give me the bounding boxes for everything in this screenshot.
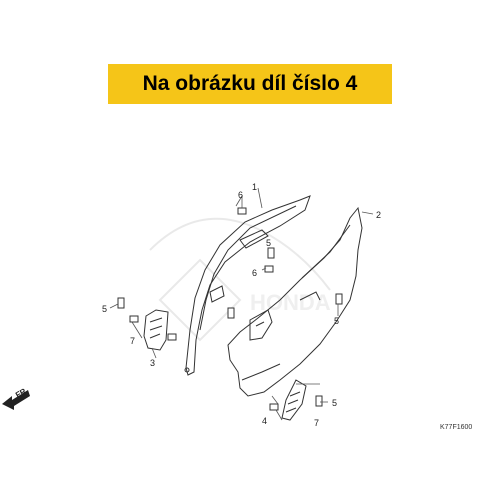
callout-labels: 1 2 3 4 5 5 5 5 6 6 7 7 [102,182,381,428]
screw-5-left [117,297,125,309]
screw-5-right [335,293,343,305]
banner-text: Na obrázku díl číslo 4 [142,72,358,95]
callout-6-mid: 6 [252,268,257,278]
part-number-banner: Na obrázku díl číslo 4 [108,64,392,104]
clip-7-right [269,403,279,411]
callout-7-left: 7 [130,336,135,346]
side-cover-right-part [227,206,363,397]
callout-1: 1 [252,182,257,192]
diagram-code: K77F1600 [440,424,473,431]
callout-6-top: 6 [238,190,243,200]
fastener-clips [117,207,343,411]
svg-text:HONDA: HONDA [250,290,331,315]
side-cover-left-part [184,195,311,376]
callout-5-center: 5 [266,238,271,248]
clip-6-mid [264,265,274,273]
clip-6-top [237,207,247,215]
callout-2: 2 [376,210,381,220]
screw-5-lower [315,395,323,407]
trim-piece-right-part [281,379,307,421]
clip-7-mid [167,333,177,341]
clip-7-left [129,315,139,323]
callout-5-left: 5 [102,304,107,314]
callout-5-lower: 5 [332,398,337,408]
leader-lines [109,187,374,421]
screw-5-mid [227,307,235,319]
screw-5-center [267,247,275,259]
front-direction-arrow-icon [2,390,30,410]
callout-3: 3 [150,358,155,368]
callout-5-right: 5 [334,316,339,326]
callout-4: 4 [262,416,267,426]
trim-piece-left-part [143,309,169,351]
callout-7-right: 7 [314,418,319,428]
